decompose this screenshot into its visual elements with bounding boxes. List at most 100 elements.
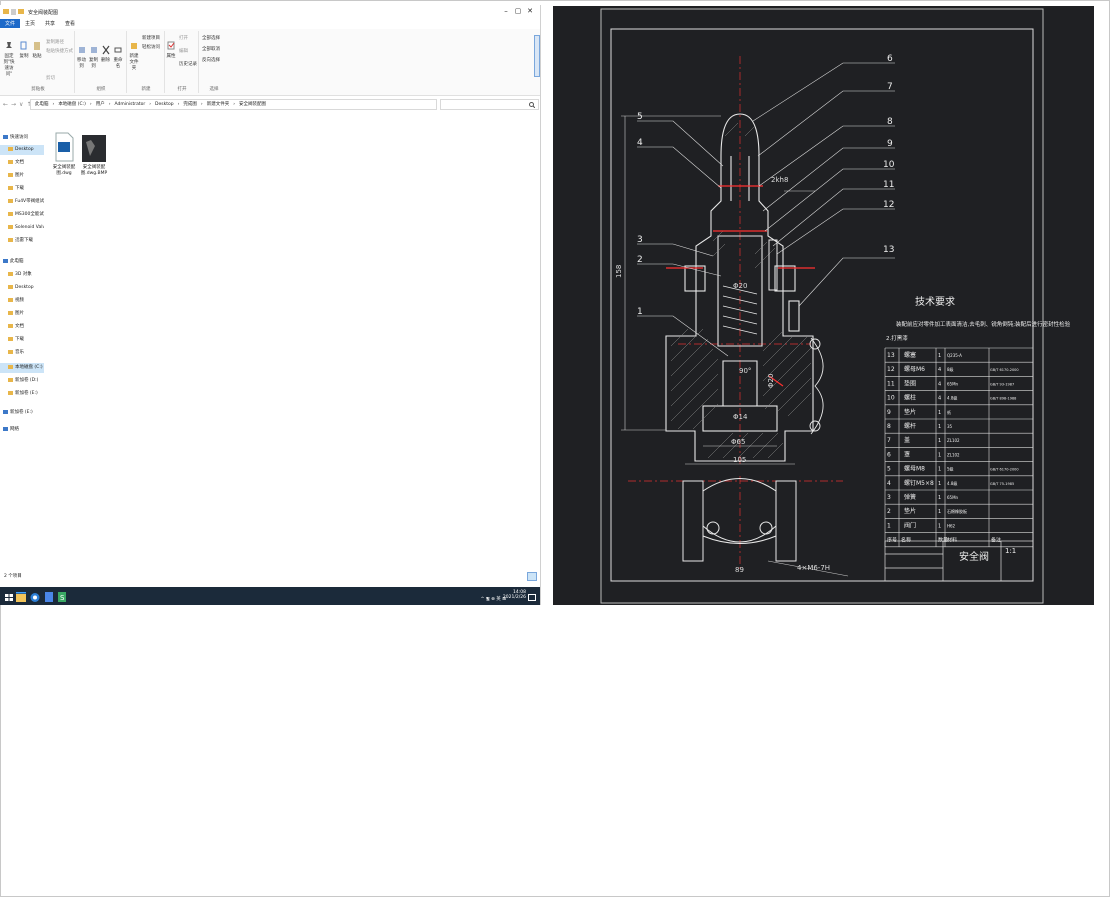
sidebar-item[interactable]: 音乐 (0, 348, 44, 358)
minimize-button[interactable]: – (504, 7, 508, 15)
dwg-file-icon (55, 132, 74, 162)
copy-path-button[interactable]: 复制路径 (46, 40, 64, 45)
bom-cell-name: 螺塞 (904, 351, 916, 359)
sidebar-item[interactable]: 下载 (0, 335, 44, 345)
folder-icon (8, 159, 13, 164)
tray-icons[interactable]: ^ 🖫 ⊕ 英 ⊞ (480, 597, 506, 602)
sidebar-item[interactable]: 快速访问 (0, 133, 44, 143)
breadcrumb-6[interactable]: 新建文件夹 (206, 102, 230, 107)
select-none-button[interactable]: 全部取消 (202, 47, 220, 52)
file-item-bmp[interactable]: 安全阀装配图.dwg.BMP (79, 132, 109, 176)
breadcrumb-5[interactable]: 完成图 (183, 102, 197, 107)
callout-8: 8 (887, 117, 893, 127)
select-all-button[interactable]: 全部选择 (202, 36, 220, 41)
properties-button[interactable]: 属性 (166, 41, 176, 59)
copy-to-button[interactable]: 复制到 (88, 45, 99, 69)
breadcrumb-3[interactable]: Administrator (114, 102, 146, 107)
dim-phi65: Φ65 (731, 438, 745, 446)
sidebar-item[interactable]: 迅雷下载 (0, 236, 44, 246)
tab-file[interactable]: 文件 (0, 19, 21, 28)
windows-start-icon[interactable] (4, 592, 14, 603)
browser-icon[interactable] (30, 592, 40, 603)
file-explorer-icon[interactable] (16, 592, 26, 603)
open-button[interactable]: 打开 (179, 36, 188, 41)
cut-button[interactable]: 剪切 (46, 76, 55, 81)
sidebar-item[interactable]: MS300全能试验台 (0, 210, 44, 220)
close-button[interactable]: ✕ (527, 7, 533, 15)
sidebar-item[interactable]: 3D 对象 (0, 270, 44, 280)
ribbon-tabs: 文件主页 共享 查看 (0, 19, 540, 29)
sidebar-item-label: 本地磁盘 (C:) (15, 365, 43, 370)
notification-icon[interactable] (528, 594, 536, 602)
sidebar-item[interactable]: 新加卷 (E:) (0, 389, 44, 399)
document-app-icon[interactable] (44, 592, 54, 603)
sidebar-item[interactable]: 下载 (0, 184, 44, 194)
address-bar[interactable]: 此电脑›本地磁盘 (C:)›用户›Administrator›Desktop›完… (30, 99, 437, 110)
sidebar-item[interactable]: Solenoid Valve阀 (0, 223, 44, 233)
paste-button[interactable]: 粘贴 (31, 41, 43, 59)
system-tray[interactable]: ^ 🖫 ⊕ 英 ⊞ 14:08 2021/2/26 (481, 590, 526, 602)
sidebar-item[interactable]: 此电脑 (0, 257, 44, 267)
sidebar-item[interactable]: 新加卷 (D:) (0, 376, 44, 386)
bom-cell-name: 垫片 (904, 507, 916, 515)
sidebar-item[interactable]: 视频 (0, 296, 44, 306)
sidebar-item[interactable]: 图片 (0, 171, 44, 181)
bom-cell-note: GB/T 75-1985 (990, 482, 1014, 486)
delete-button[interactable]: 删除 (100, 45, 111, 63)
breadcrumb-7[interactable]: 安全阀装配图 (239, 102, 267, 107)
pin-icon (6, 42, 12, 48)
bom-cell-name: 盖 (904, 436, 910, 444)
sidebar-item[interactable]: 新加卷 (E:) (0, 408, 44, 418)
ribbon: 固定到"快速访问" 复制 粘贴 复制路径 粘贴快捷方式 剪切 剪贴板 移动到 (0, 29, 540, 96)
bom-cell-mat: 纸 (947, 409, 951, 415)
view-toggle[interactable] (527, 572, 537, 581)
bom-cell-qty: 1 (938, 452, 941, 458)
paste-shortcut-button[interactable]: 粘贴快捷方式 (46, 49, 73, 54)
pin-button[interactable]: 固定到"快速访问" (2, 41, 16, 77)
spreadsheet-app-icon[interactable]: S (57, 592, 67, 603)
ribbon-group-open: 属性 打开 编辑 历史记录 打开 (166, 31, 199, 93)
new-item-button[interactable]: 新建项目 (142, 36, 160, 41)
sidebar-item[interactable]: 文档 (0, 322, 44, 332)
easy-access-button[interactable]: 轻松访问 (142, 45, 160, 50)
sidebar-item[interactable]: Desktop (0, 283, 44, 293)
breadcrumb-4[interactable]: Desktop (155, 102, 174, 107)
copy-button[interactable]: 复制 (18, 41, 30, 59)
invert-selection-button[interactable]: 反向选择 (202, 58, 220, 63)
sidebar-item-label: 此电脑 (10, 259, 24, 264)
sidebar-item[interactable]: Fu4V带阀组试验台 (0, 197, 44, 207)
move-to-button[interactable]: 移动到 (76, 45, 87, 69)
nav-buttons[interactable]: ←→∨↑ (3, 101, 35, 108)
sidebar-item[interactable]: 本地磁盘 (C:) (0, 363, 44, 373)
breadcrumb-0[interactable]: 此电脑 (35, 102, 49, 107)
search-input[interactable] (440, 99, 539, 110)
file-item-dwg[interactable]: 安全阀装配图.dwg (49, 132, 79, 176)
rename-button[interactable]: 重命名 (112, 45, 124, 69)
maximize-button[interactable]: ▢ (514, 7, 522, 15)
history-button[interactable]: 历史记录 (179, 62, 197, 67)
breadcrumb-2[interactable]: 用户 (95, 102, 105, 107)
ribbon-scrollbar[interactable] (534, 35, 540, 77)
folder-icon (8, 284, 13, 289)
bom-cell-name: 螺母M6 (904, 365, 925, 373)
edit-button[interactable]: 编辑 (179, 49, 188, 54)
breadcrumb-1[interactable]: 本地磁盘 (C:) (58, 102, 86, 107)
sidebar-item[interactable]: Desktop (0, 145, 44, 155)
dim-phi20b: Φ14 (733, 413, 748, 421)
folder-icon (8, 146, 13, 151)
sidebar-item[interactable]: 网络 (0, 425, 44, 435)
tab-view[interactable]: 查看 (65, 21, 76, 27)
tab-home[interactable]: 主页 (25, 21, 36, 27)
bom-cell-qty: 1 (938, 467, 941, 473)
sidebar-item[interactable]: 文档 (0, 158, 44, 168)
callout-4: 4 (637, 138, 643, 148)
bolt-highlights (666, 185, 815, 387)
sidebar-item-label: Desktop (15, 147, 34, 152)
sidebar-item[interactable]: 图片 (0, 309, 44, 319)
address-row: ←→∨↑ 此电脑›本地磁盘 (C:)›用户›Administrator›Desk… (0, 98, 540, 110)
folder-icon (3, 426, 8, 431)
tab-share[interactable]: 共享 (45, 21, 56, 27)
dimension-lines (621, 115, 849, 577)
new-folder-button[interactable]: 新建文件夹 (128, 41, 140, 71)
quick-access-toolbar[interactable] (3, 8, 25, 18)
